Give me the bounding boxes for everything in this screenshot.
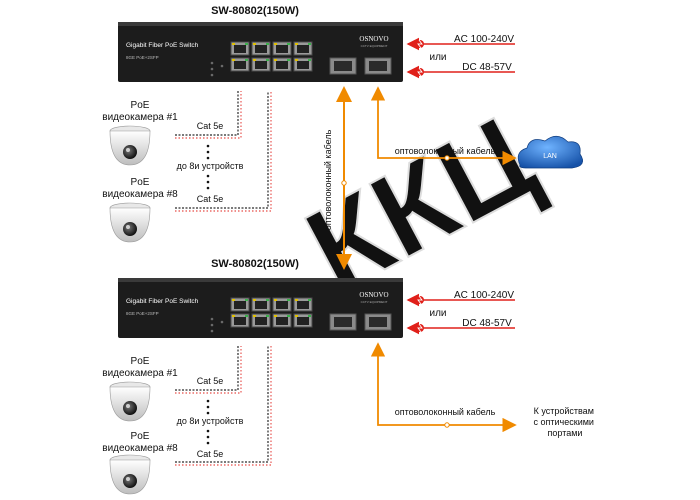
brand-sub: CCTV EQUIPMENT [361,300,388,304]
camera-label: PoE [131,431,150,442]
camera-label: видеокамера #8 [102,189,178,200]
camera-label: PoE [131,356,150,367]
fiber-cable-label: оптоволоконный кабель [395,146,496,156]
cable-label: Cat 5e [197,121,224,131]
rj45-port [230,57,250,72]
rj45-port-block [230,297,313,328]
fiber-to-lan: оптоволоконный кабель LAN [370,86,583,169]
power-inputs-bottom: AC 100-240V или DC 48-57V [406,290,515,335]
camera-group-top: PoE видеокамера #1 Cat 5e до 8и устройст… [102,91,272,243]
or-label: или [429,52,446,63]
switch-model-label: SW-80802(150W) [211,258,299,270]
panel-subtitle: 8GE PoE+2SFP [126,55,159,60]
device-count-label: до 8и устройств [177,416,244,426]
sfp-port [329,57,357,75]
rj45-port [251,297,271,312]
status-leds [210,317,224,333]
rj45-port [251,313,271,328]
rj45-port [272,313,292,328]
rj45-port [272,297,292,312]
camera-label: видеокамера #1 [102,368,178,379]
brand-sub: CCTV EQUIPMENT [361,44,388,48]
cable-label: Cat 5e [197,194,224,204]
rj45-port-block [230,41,313,72]
camera-group-bottom: PoE видеокамера #1 Cat 5e до 8и устройст… [102,346,272,495]
cat5e-cable [175,91,269,209]
rj45-port [293,297,313,312]
rj45-port [251,57,271,72]
camera-label: видеокамера #1 [102,112,178,123]
dc-power-label: DC 48-57V [462,62,512,73]
dome-camera-icon [109,202,151,243]
rj45-port [293,57,313,72]
rj45-port [293,41,313,56]
dc-power-label: DC 48-57V [462,318,512,329]
power-icon [416,67,424,77]
cat5e-cable [175,346,239,391]
panel-title: Gigabit Fiber PoE Switch [126,42,199,49]
power-icon [416,39,424,49]
device-count-label: до 8и устройств [177,161,244,171]
cable-label: Cat 5e [197,449,224,459]
fiber-cable-label: оптоволоконный кабель [395,407,496,417]
rj45-port [230,313,250,328]
fiber-to-optical-devices: оптоволоконный кабель К устройствам с оп… [370,342,597,438]
sfp-port [364,313,392,331]
fiber-cable [370,342,517,433]
optical-devices-label: К устройствам с оптическими портами [534,406,597,438]
dome-camera-icon [109,454,151,495]
sfp-port [329,313,357,331]
fiber-cable [370,86,517,166]
ac-power-label: AC 100-240V [454,290,514,301]
or-label: или [429,308,446,319]
panel-subtitle: 8GE PoE+2SFP [126,311,159,316]
camera-label: PoE [131,177,150,188]
brand-logo: OSNOVO [359,291,388,299]
dome-camera-icon [109,381,151,422]
sfp-port [364,57,392,75]
camera-label: видеокамера #8 [102,443,178,454]
cat5e-cable [175,346,269,463]
rj45-port [272,41,292,56]
switch-bottom: SW-80802(150W) Gigabit Fiber PoE Switch … [118,258,403,338]
rj45-port [293,313,313,328]
cable-label: Cat 5e [197,376,224,386]
status-leds [210,61,224,77]
power-icon [416,323,424,333]
rj45-port [272,57,292,72]
switch-model-label: SW-80802(150W) [211,5,299,17]
switch-top: SW-80802(150W) Gigabit Fiber PoE Switch … [118,5,403,82]
ellipsis-dots [206,144,210,190]
brand-logo: OSNOVO [359,35,388,43]
ac-power-label: AC 100-240V [454,34,514,45]
lan-label: LAN [543,153,557,160]
rj45-port [230,297,250,312]
panel-title: Gigabit Fiber PoE Switch [126,298,199,305]
dome-camera-icon [109,125,151,166]
cat5e-cable [175,91,239,136]
rj45-port [230,41,250,56]
rj45-port [251,41,271,56]
power-inputs-top: AC 100-240V или DC 48-57V [406,34,515,79]
ellipsis-dots [206,399,210,445]
camera-label: PoE [131,100,150,111]
lan-cloud-icon [517,135,583,169]
power-icon [416,295,424,305]
fiber-link-label: оптоволоконный кабель [323,129,333,230]
